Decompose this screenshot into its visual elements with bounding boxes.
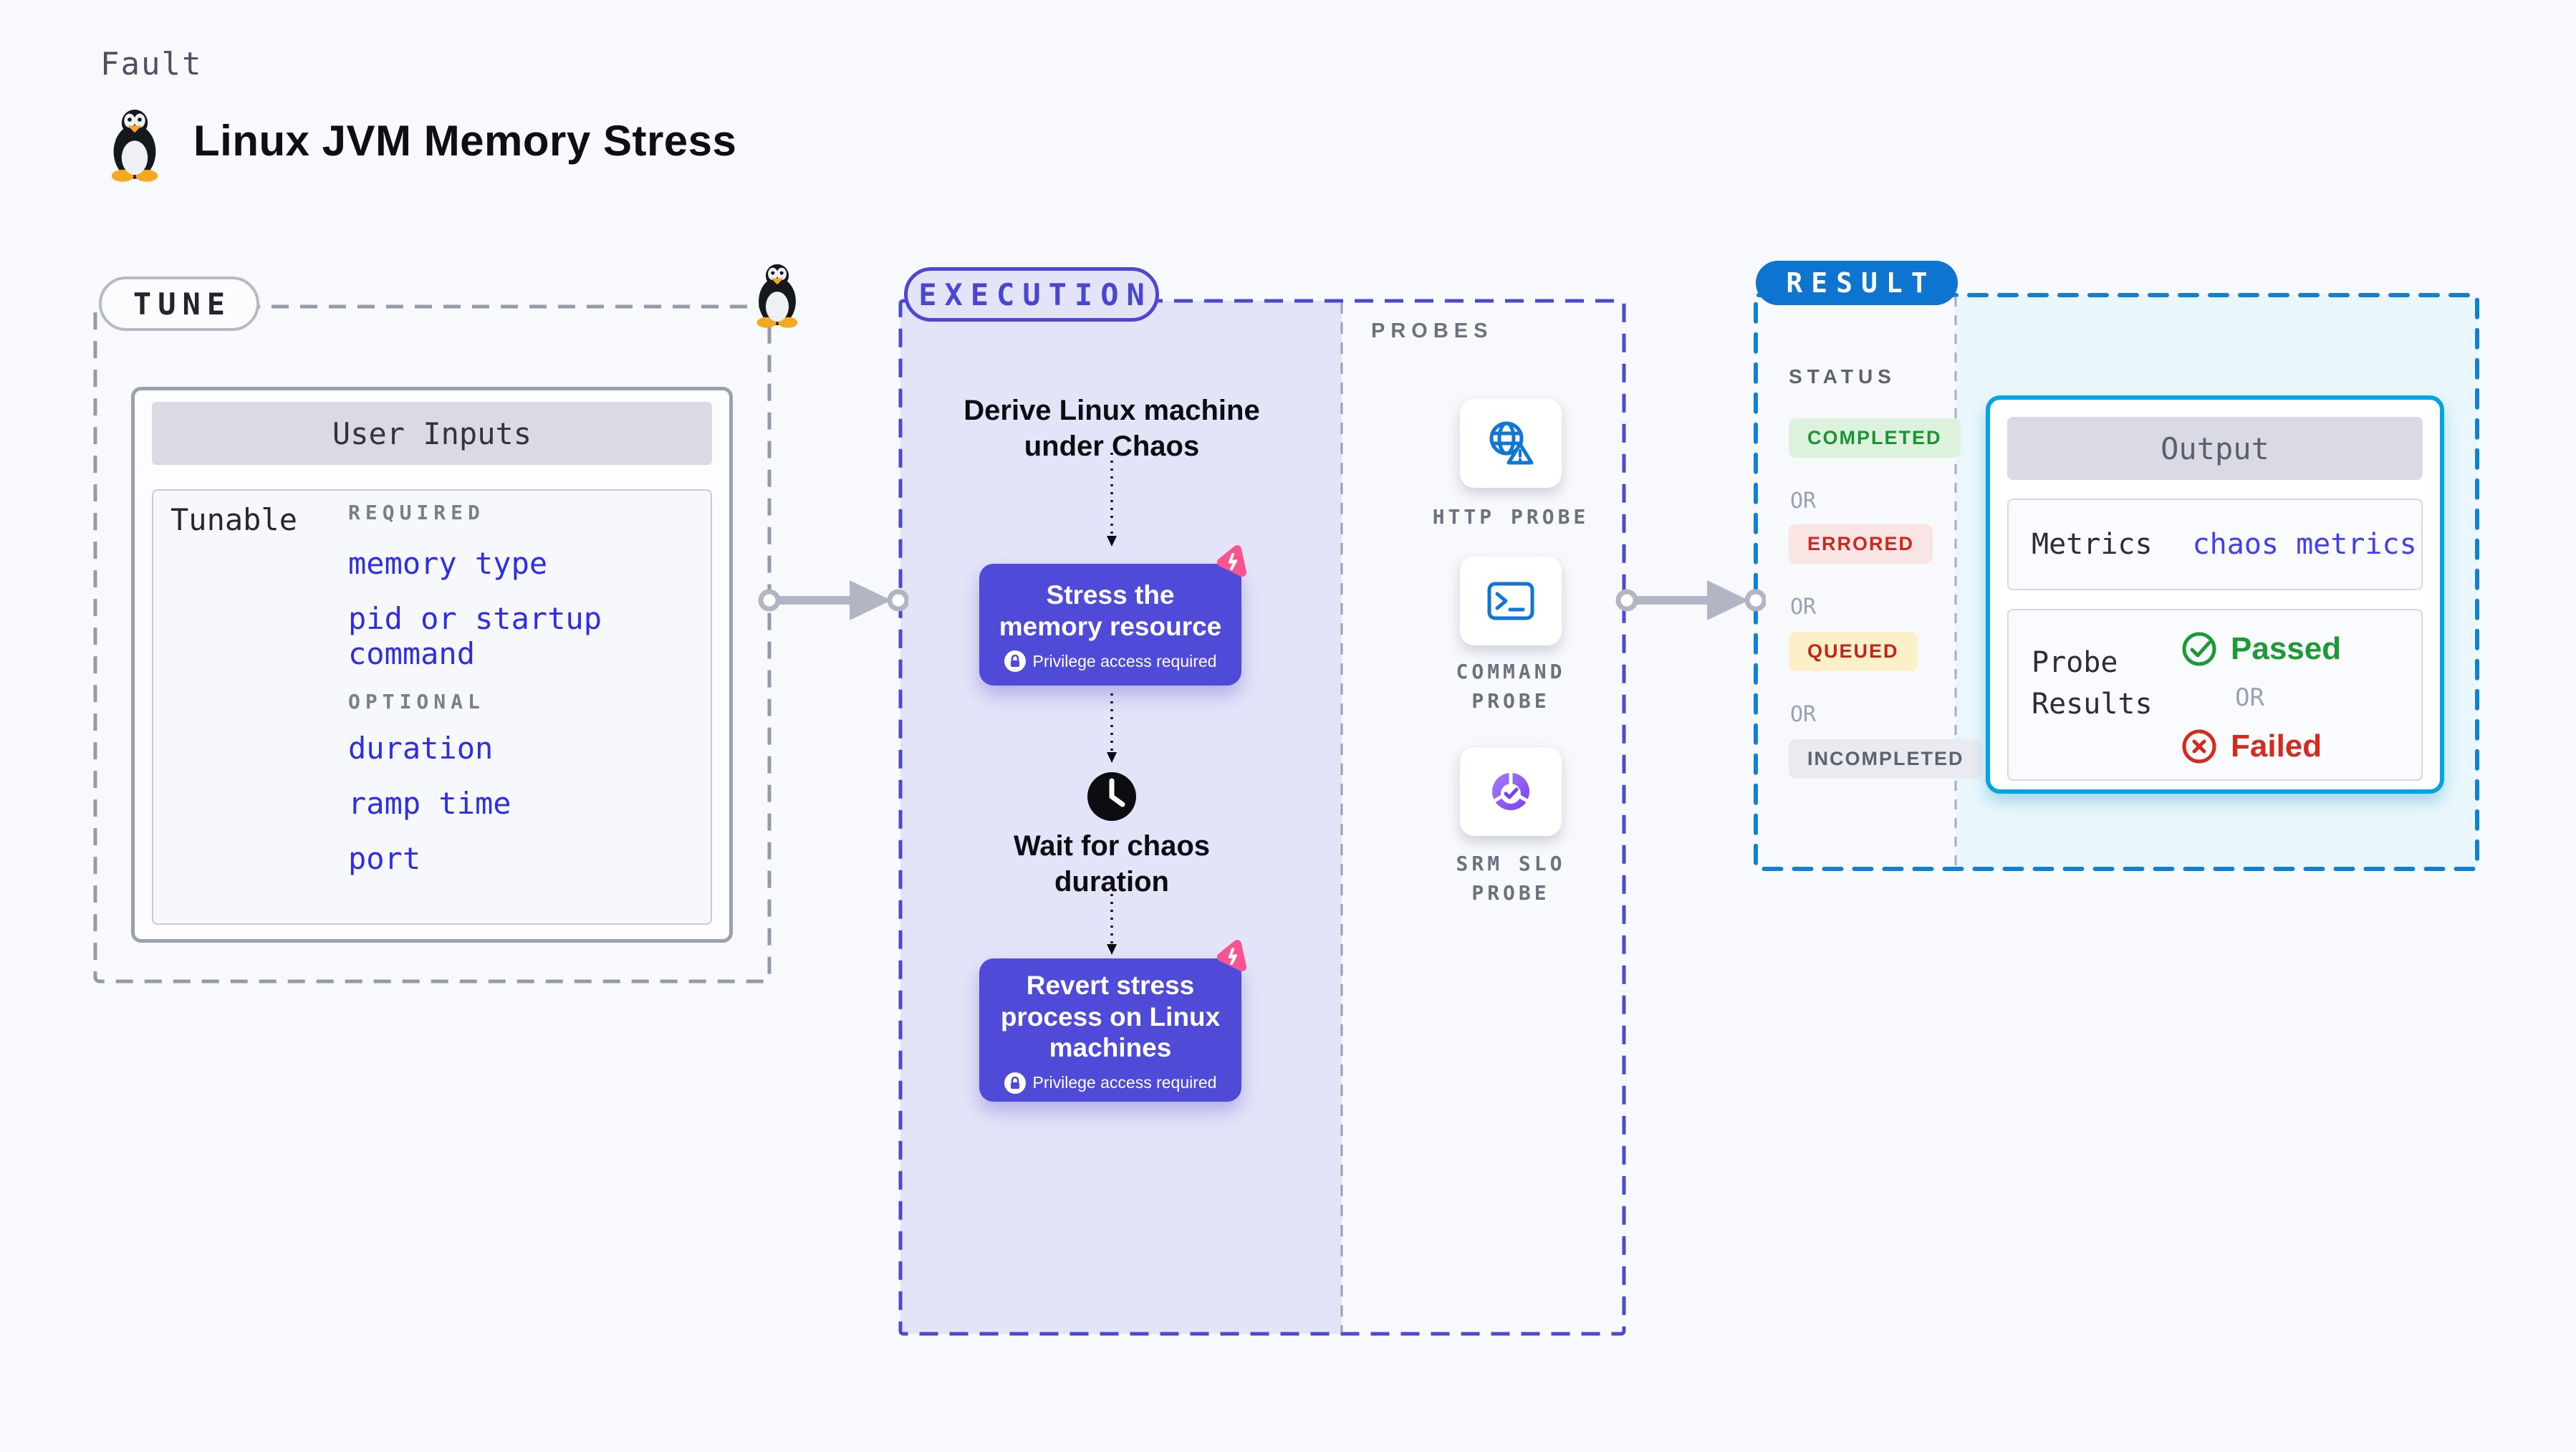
dotted-arrow-stress-to-wait xyxy=(1107,693,1117,763)
tune-to-execution-arrow xyxy=(758,580,908,620)
passed-label: Passed xyxy=(2231,631,2342,666)
command-probe-card xyxy=(1460,557,1562,645)
user-inputs-title: User Inputs xyxy=(152,402,712,465)
probe-results-label: Probe Results xyxy=(2032,646,2153,721)
stress-memory-node: Stress the memory resource Privilege acc… xyxy=(979,545,1246,686)
stress-node-title: Stress the memory resource xyxy=(999,580,1222,641)
execution-dashed-box xyxy=(898,299,1626,1336)
probe-results-row: Probe Results Passed OR Faile xyxy=(2007,609,2423,781)
user-inputs-table: Tunable REQUIRED memory type pid or star… xyxy=(152,489,712,925)
privilege-note-text: Privilege access required xyxy=(1032,1073,1217,1092)
lock-icon xyxy=(1004,650,1026,673)
status-badge-incompleted: INCOMPLETED xyxy=(1789,739,1983,779)
execution-to-result-arrow xyxy=(1615,580,1766,620)
privilege-note-row: Privilege access required xyxy=(979,650,1241,673)
command-probe-label: COMMAND PROBE xyxy=(1456,660,1566,713)
chaos-experiment-icon xyxy=(1217,940,1246,971)
dotted-arrow-derive-to-stress xyxy=(1107,453,1117,547)
srm-slo-probe-label: SRM SLO PROBE xyxy=(1456,852,1566,905)
tunable-memory-type: memory type xyxy=(348,546,548,581)
derive-step-text: Derive Linux machine under Chaos xyxy=(963,395,1260,462)
fault-kind-label: Fault xyxy=(100,46,203,82)
required-group-label: REQUIRED xyxy=(348,501,485,524)
status-badge-errored: ERRORED xyxy=(1789,524,1933,564)
tux-penguin-icon xyxy=(111,110,158,182)
status-badge-completed: COMPLETED xyxy=(1789,418,1961,458)
result-badge: RESULT xyxy=(1756,261,1958,305)
or-separator: OR xyxy=(1790,702,1817,727)
dotted-arrow-wait-to-revert xyxy=(1107,894,1117,955)
clock-icon xyxy=(1087,772,1136,821)
probes-section-label: PROBES xyxy=(1371,319,1494,342)
tux-penguin-corner-icon xyxy=(756,264,798,328)
tune-badge: TUNE xyxy=(99,277,259,331)
user-inputs-card: User Inputs Tunable REQUIRED memory type… xyxy=(131,387,733,943)
failed-row: Failed xyxy=(2181,728,2341,765)
or-separator: OR xyxy=(2235,683,2264,712)
x-circle-icon xyxy=(2182,729,2216,764)
slo-donut-icon xyxy=(1491,770,1530,810)
globe-alert-icon xyxy=(1489,421,1534,465)
status-badge-queued: QUEUED xyxy=(1789,632,1918,671)
tunable-row-label: Tunable xyxy=(170,502,298,537)
result-dashed-box xyxy=(1754,293,2479,871)
chaos-experiment-icon xyxy=(1217,545,1246,577)
metrics-label: Metrics xyxy=(2032,528,2153,561)
or-separator: OR xyxy=(1790,489,1817,514)
failed-label: Failed xyxy=(2231,729,2322,764)
privilege-note-text: Privilege access required xyxy=(1032,651,1217,670)
terminal-icon xyxy=(1487,582,1534,620)
lock-icon xyxy=(1004,1072,1026,1094)
http-probe-card xyxy=(1460,399,1562,488)
output-card: Output Metrics chaos metrics Probe Resul… xyxy=(1986,395,2444,794)
metrics-row: Metrics chaos metrics xyxy=(2007,499,2423,590)
tune-dashed-box xyxy=(93,304,772,984)
status-section-label: STATUS xyxy=(1789,365,1896,388)
revert-stress-node: Revert stress process on Linux machines … xyxy=(979,940,1246,1102)
execution-badge: EXECUTION xyxy=(904,267,1159,322)
http-probe-label: HTTP PROBE xyxy=(1432,505,1590,529)
passed-row: Passed xyxy=(2181,630,2341,668)
srm-slo-probe-card xyxy=(1460,747,1562,836)
tunable-duration: duration xyxy=(348,731,494,766)
page-title: Linux JVM Memory Stress xyxy=(193,117,737,165)
optional-group-label: OPTIONAL xyxy=(348,690,485,713)
tunable-ramp-time: ramp time xyxy=(348,786,511,821)
or-separator: OR xyxy=(1790,595,1817,620)
revert-node-title: Revert stress process on Linux machines xyxy=(1000,971,1221,1063)
output-title: Output xyxy=(2007,417,2423,480)
tunable-port: port xyxy=(348,841,421,876)
check-circle-icon xyxy=(2182,632,2216,666)
metrics-value: chaos metrics xyxy=(2192,528,2417,561)
privilege-note-row: Privilege access required xyxy=(979,1072,1241,1094)
tunable-pid-or-startup-command: pid or startup command xyxy=(348,601,602,671)
wait-step-text: Wait for chaos duration xyxy=(1013,830,1211,898)
